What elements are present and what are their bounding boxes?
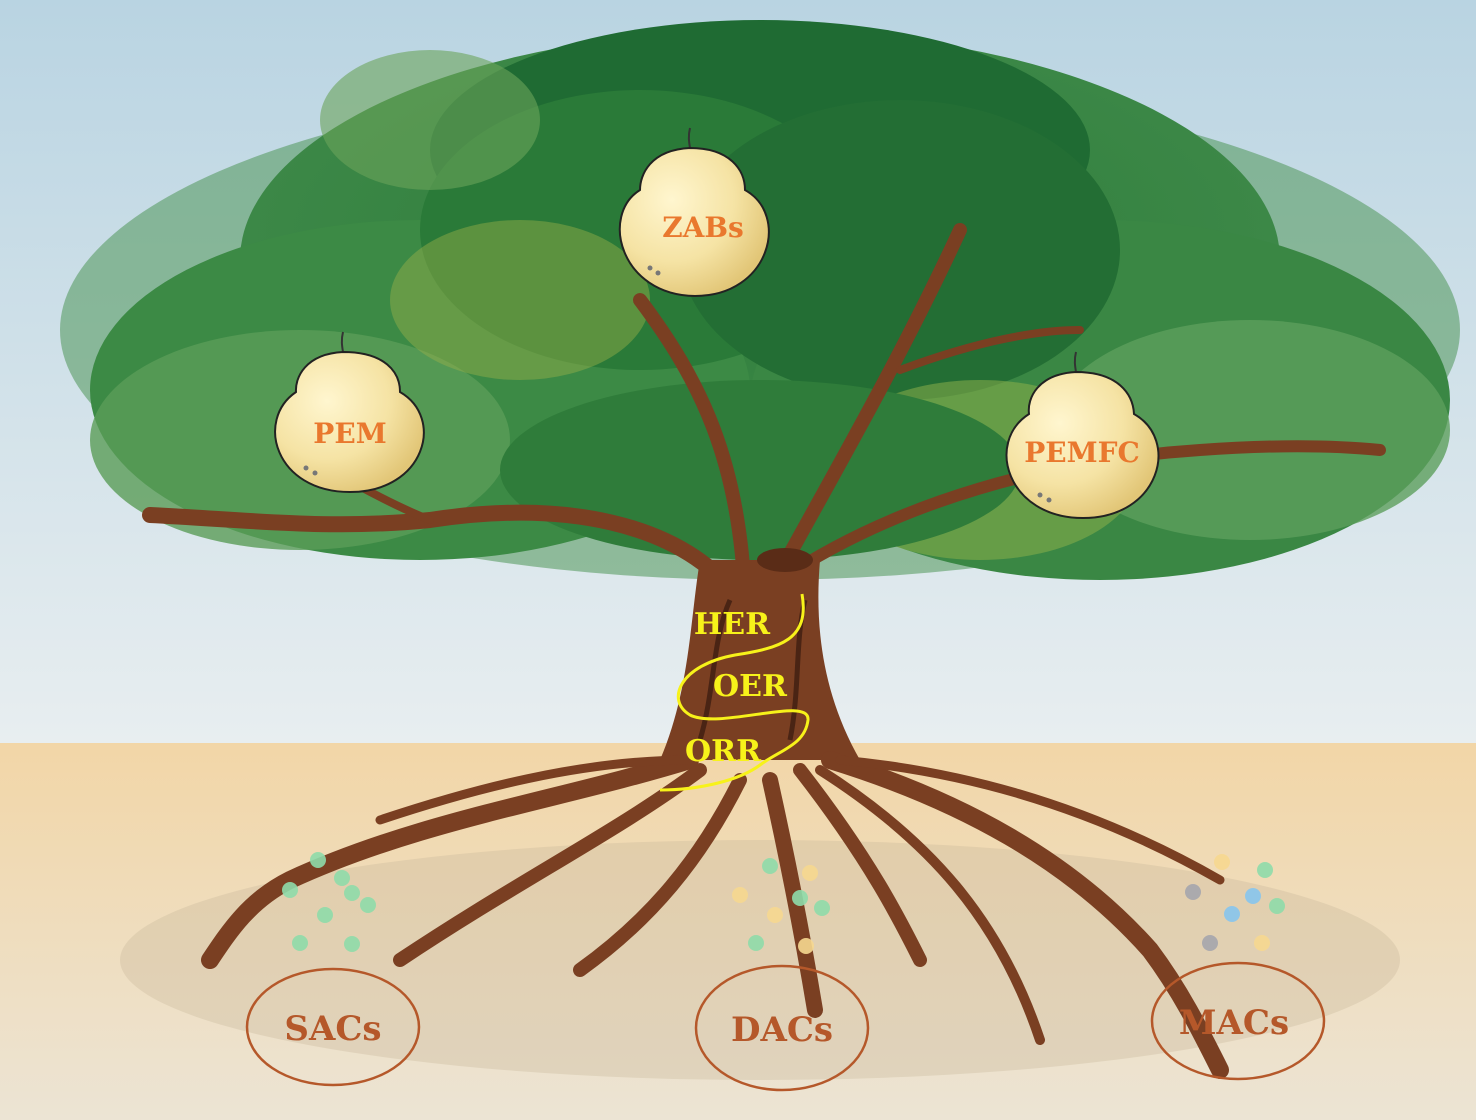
atom-cluster-left bbox=[282, 852, 376, 952]
root-label-sacs: SACs bbox=[284, 1009, 381, 1049]
reaction-label-her: HER bbox=[694, 607, 771, 642]
fruit-label-zabs: ZABs bbox=[662, 211, 744, 244]
fruit-label-pemfc: PEMFC bbox=[1024, 436, 1140, 469]
reaction-spiral bbox=[659, 593, 810, 792]
root-oval-macs bbox=[1150, 961, 1326, 1081]
ground-shadow bbox=[120, 840, 1400, 1080]
root-label-dacs: DACs bbox=[731, 1010, 833, 1050]
fruit-label-pem: PEM bbox=[313, 417, 386, 450]
pear-pemfc: PEMFC bbox=[1005, 351, 1160, 520]
pear-zabs: ZABs bbox=[618, 127, 770, 298]
reaction-label-oer: OER bbox=[713, 669, 788, 704]
root-oval-dacs bbox=[694, 964, 870, 1092]
roots bbox=[201, 751, 1229, 1079]
root-oval-sacs bbox=[245, 967, 421, 1087]
reaction-label-orr: ORR bbox=[685, 734, 762, 769]
atom-cluster-center bbox=[732, 858, 830, 954]
atom-cluster-right bbox=[1185, 854, 1285, 951]
pear-pem: PEM bbox=[274, 331, 425, 494]
root-label-macs: MACs bbox=[1179, 1003, 1289, 1043]
soil bbox=[0, 743, 1476, 1120]
